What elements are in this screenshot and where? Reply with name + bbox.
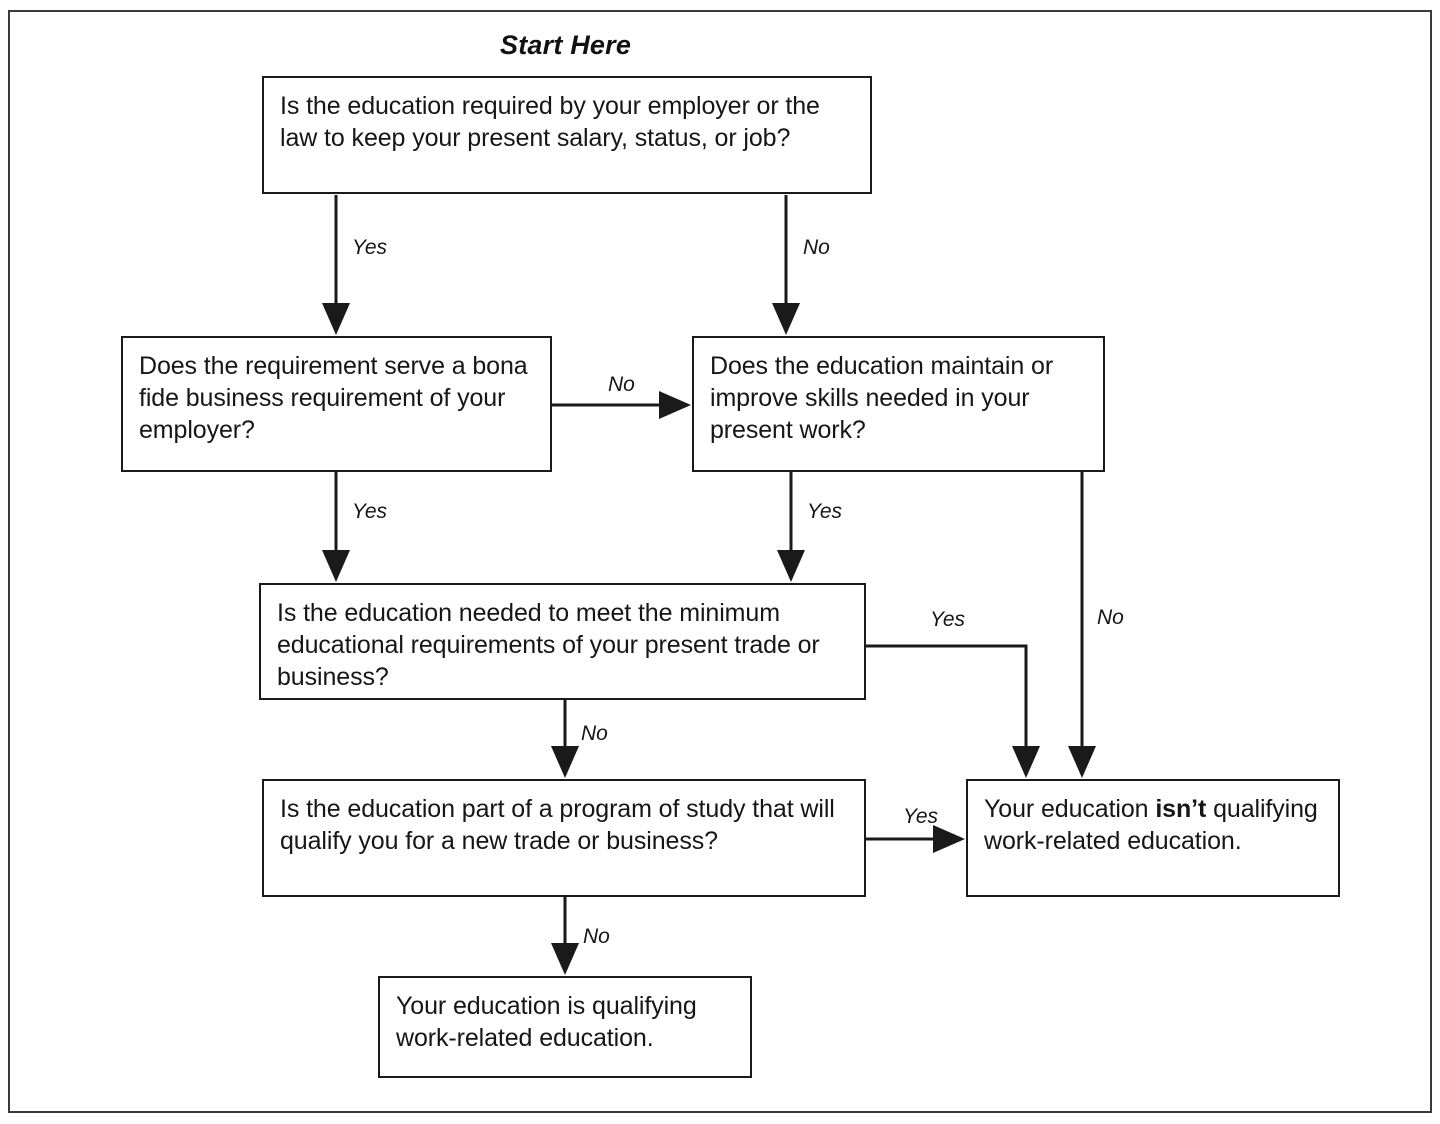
start-here-label: Start Here [500,30,632,60]
edge-label-q2-yes: Yes [352,500,388,523]
edge-label-q2-no: No [608,373,635,396]
connector-q3-yes-q4 [777,472,805,582]
edge-label-q5-yes: Yes [903,805,939,828]
connector-q4-yes-result-not [866,644,1040,778]
connector-q1-yes-q2 [322,195,350,335]
edge-label-q1-yes: Yes [352,236,388,259]
connector-q5-yes-result-not [866,825,965,853]
result-not-qualifying-emphasis: isn’t [1155,795,1207,823]
question-education-required[interactable]: Is the education required by your employ… [262,76,872,194]
result-not-qualifying-pre: Your education [984,795,1156,823]
question-bona-fide-business-requirement[interactable]: Does the requirement serve a bona fide b… [121,336,552,472]
question-minimum-educational-requirements[interactable]: Is the education needed to meet the mini… [259,583,866,700]
edge-label-q3-no: No [1097,606,1124,629]
question-maintain-improve-skills[interactable]: Does the education maintain or improve s… [692,336,1105,472]
edge-label-q3-yes: Yes [807,500,843,523]
diagram-frame [8,10,1432,1113]
edge-label-q4-yes: Yes [930,608,966,631]
connector-q5-no-result-yes [551,897,579,975]
result-not-qualifying-post: qualifying work-related education. [984,795,1318,855]
connector-q2-no-q3 [552,391,691,419]
connector-q3-no-result-not [1068,472,1096,778]
connector-q1-no-q3 [772,195,800,335]
edge-label-q4-no: No [581,722,608,745]
edge-label-q1-no: No [803,236,830,259]
question-new-trade-or-business[interactable]: Is the education part of a program of st… [262,779,866,897]
result-qualifying[interactable]: Your education is qualifying work-relate… [378,976,752,1078]
connector-q2-yes-q4 [322,472,350,582]
connector-q4-no-q5 [551,700,579,778]
result-not-qualifying[interactable]: Your education isn’t qualifying work-rel… [966,779,1340,897]
edge-label-q5-no: No [583,925,610,948]
